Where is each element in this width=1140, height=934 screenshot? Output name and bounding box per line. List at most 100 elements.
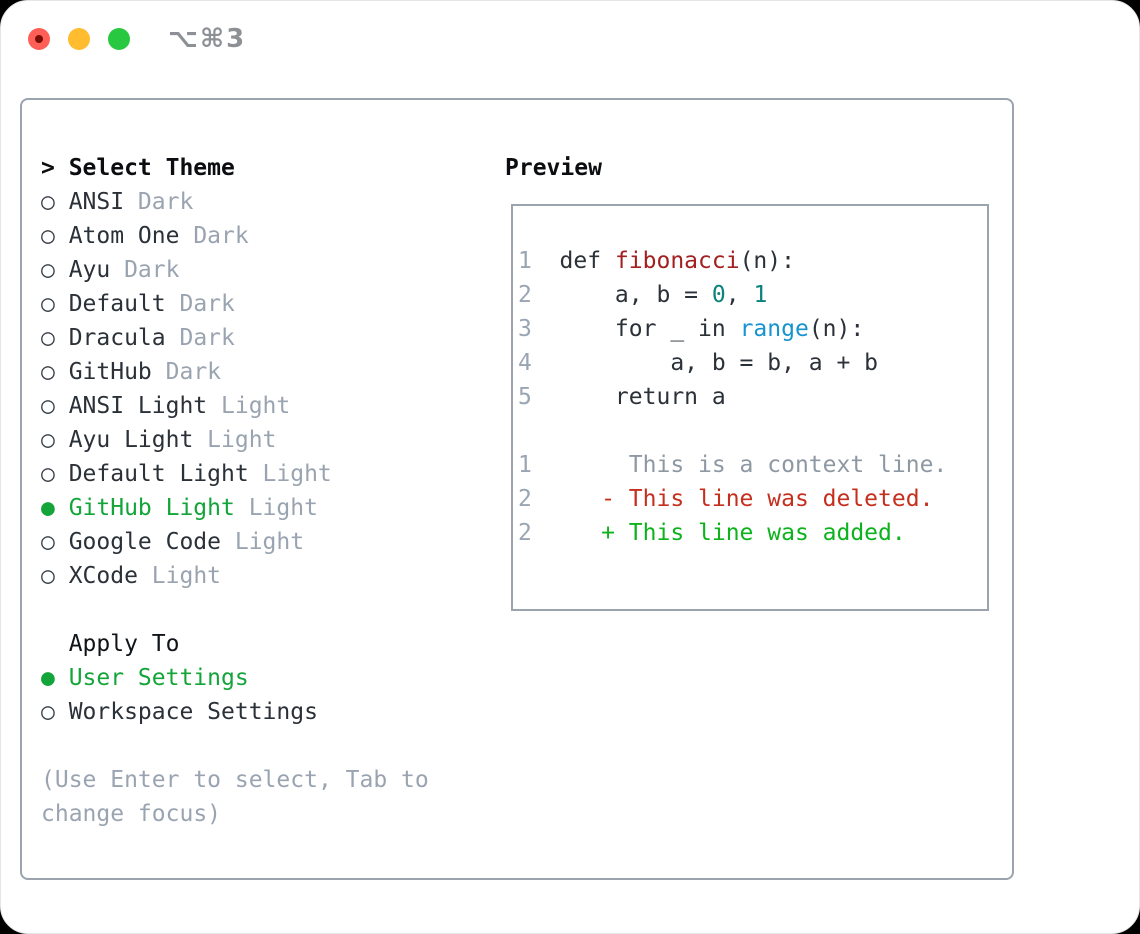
diff-deleted-text: - This line was deleted. xyxy=(559,486,934,512)
code-line-3: 3 for _ in range(n): xyxy=(518,312,987,346)
line-number: 3 xyxy=(518,316,560,342)
theme-option-ansi-light[interactable]: ○ ANSI Light Light xyxy=(41,389,429,423)
code-keyword: def xyxy=(559,248,615,274)
line-number: 2 xyxy=(518,520,560,546)
theme-variant-tag: Dark xyxy=(193,223,249,249)
radio-off-icon: ○ xyxy=(41,257,55,283)
theme-option-google-code[interactable]: ○ Google Code Light xyxy=(41,525,429,559)
theme-option-dracula-dark[interactable]: ○ Dracula Dark xyxy=(41,321,429,355)
line-number: 4 xyxy=(518,350,560,376)
theme-variant-tag: Dark xyxy=(165,359,222,385)
theme-variant-tag: Light xyxy=(248,495,318,521)
diff-context-text: This is a context line. xyxy=(559,452,948,478)
theme-variant-tag: Light xyxy=(221,393,291,419)
prompt-icon: > xyxy=(41,155,55,181)
code-number-literal: 0 xyxy=(711,282,726,308)
minimize-button[interactable] xyxy=(68,28,90,50)
theme-variant-tag: Light xyxy=(207,427,277,453)
preview-title: Preview xyxy=(505,155,602,181)
radio-off-icon: ○ xyxy=(41,529,55,555)
theme-name: XCode xyxy=(68,563,138,589)
keyboard-hint-line-1: (Use Enter to select, Tab to xyxy=(41,767,429,793)
theme-option-atom-one-dark[interactable]: ○ Atom One Dark xyxy=(41,219,429,253)
theme-name: Dracula xyxy=(68,325,166,351)
theme-variant-tag: Dark xyxy=(179,325,235,351)
apply-option-name: Workspace Settings xyxy=(68,699,318,725)
code-builtin: range xyxy=(739,316,809,342)
code-line-1: 1 def fibonacci(n): xyxy=(518,244,987,278)
spacer xyxy=(41,593,429,627)
code-line-2: 2 a, b = 0, 1 xyxy=(518,278,987,312)
close-button[interactable] xyxy=(28,28,50,50)
theme-name: ANSI xyxy=(68,189,125,215)
theme-variant-tag: Dark xyxy=(137,189,194,215)
radio-off-icon: ○ xyxy=(41,189,55,215)
theme-name: Ayu Light xyxy=(68,427,194,453)
theme-name: Atom One xyxy=(68,223,180,249)
code-text: a, b = b, a + b xyxy=(559,350,879,376)
theme-name: Default Light xyxy=(68,461,249,487)
diff-deleted-line: 2 - This line was deleted. xyxy=(518,482,987,516)
apply-option-name: User Settings xyxy=(68,665,249,691)
preview-code-box: 1 def fibonacci(n): 2 a, b = 0, 1 3 for … xyxy=(511,204,989,611)
theme-option-default-dark[interactable]: ○ Default Dark xyxy=(41,287,429,321)
apply-to-header: Apply To xyxy=(41,627,429,661)
line-number: 2 xyxy=(518,486,560,512)
radio-off-icon: ○ xyxy=(41,223,55,249)
diff-added-line: 2 + This line was added. xyxy=(518,516,987,550)
radio-off-icon: ○ xyxy=(41,359,55,385)
code-text: a, b = xyxy=(559,282,712,308)
select-theme-header: > Select Theme xyxy=(41,151,429,185)
code-function-name: fibonacci xyxy=(614,248,740,274)
theme-variant-tag: Dark xyxy=(179,291,235,317)
radio-on-icon: ● xyxy=(41,495,55,521)
radio-off-icon: ○ xyxy=(41,461,55,487)
code-line-blank xyxy=(518,414,987,448)
window-title: ⌥⌘3 xyxy=(168,24,247,54)
radio-off-icon: ○ xyxy=(41,563,55,589)
theme-name: GitHub Light xyxy=(68,495,235,521)
keyboard-hint-line-2: change focus) xyxy=(41,801,222,827)
close-dot-icon xyxy=(35,35,43,43)
code-text: for _ in xyxy=(559,316,740,342)
code-number-literal: 1 xyxy=(753,282,768,308)
code-text: (n): xyxy=(739,248,795,274)
theme-option-default-light[interactable]: ○ Default Light Light xyxy=(41,457,429,491)
theme-option-ayu-dark[interactable]: ○ Ayu Dark xyxy=(41,253,429,287)
radio-off-icon: ○ xyxy=(41,427,55,453)
diff-added-text: + This line was added. xyxy=(559,520,906,546)
line-number: 2 xyxy=(518,282,560,308)
code-text: (n): xyxy=(808,316,865,342)
theme-option-ayu-light[interactable]: ○ Ayu Light Light xyxy=(41,423,429,457)
apply-to-title: Apply To xyxy=(68,631,180,657)
radio-off-icon: ○ xyxy=(41,699,55,725)
radio-off-icon: ○ xyxy=(41,291,55,317)
radio-on-icon: ● xyxy=(41,665,55,691)
diff-context-line: 1 This is a context line. xyxy=(518,448,987,482)
theme-name: Default xyxy=(68,291,166,317)
theme-variant-tag: Light xyxy=(262,461,332,487)
theme-option-github-light-selected[interactable]: ● GitHub Light Light xyxy=(41,491,429,525)
theme-option-ansi-dark[interactable]: ○ ANSI Dark xyxy=(41,185,429,219)
theme-variant-tag: Light xyxy=(151,563,222,589)
code-text: return a xyxy=(559,384,726,410)
radio-off-icon: ○ xyxy=(41,393,55,419)
select-theme-title: Select Theme xyxy=(68,155,235,181)
spacer xyxy=(41,729,429,763)
apply-option-workspace-settings[interactable]: ○ Workspace Settings xyxy=(41,695,429,729)
theme-name: ANSI Light xyxy=(68,393,208,419)
code-line-4: 4 a, b = b, a + b xyxy=(518,346,987,380)
theme-name: Google Code xyxy=(68,529,222,555)
code-line-5: 5 return a xyxy=(518,380,987,414)
theme-option-xcode[interactable]: ○ XCode Light xyxy=(41,559,429,593)
theme-variant-tag: Light xyxy=(234,529,305,555)
zoom-button[interactable] xyxy=(108,28,130,50)
code-text: , xyxy=(725,282,754,308)
radio-off-icon: ○ xyxy=(41,325,55,351)
theme-name: Ayu xyxy=(68,257,111,283)
apply-option-user-settings-selected[interactable]: ● User Settings xyxy=(41,661,429,695)
theme-variant-tag: Dark xyxy=(124,257,180,283)
line-number: 1 xyxy=(518,452,560,478)
